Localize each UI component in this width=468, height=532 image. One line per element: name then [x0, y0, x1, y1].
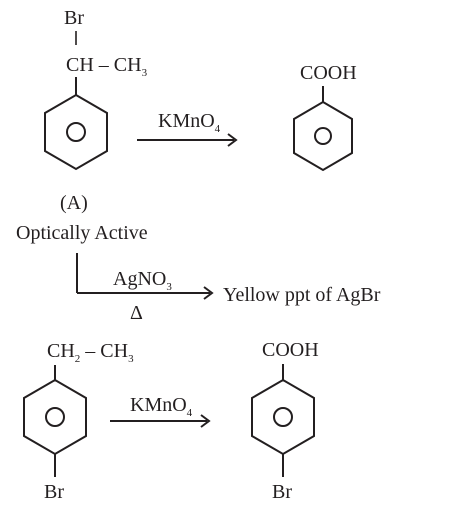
- compound-a-aromatic-circle: [66, 122, 86, 142]
- bromoethylbenzene-br-label: Br: [44, 481, 64, 503]
- bromobenzoic-acid-benzene-ring: [251, 378, 315, 456]
- reaction-2-arrow-head: [203, 286, 214, 300]
- benzoic-acid-benzene-ring: [293, 100, 353, 172]
- benzoic-acid: COOH: [293, 62, 357, 172]
- bromoethylbenzene-benzene-ring: [23, 378, 87, 456]
- reaction-2-heat-symbol: Δ: [130, 302, 143, 324]
- bromobenzoic-acid: COOH Br: [251, 339, 319, 503]
- reaction-1-arrow-head: [227, 133, 238, 147]
- compound-a-benzene-ring: [44, 93, 108, 171]
- bromoethylbenzene-aromatic-circle: [45, 407, 65, 427]
- benzoic-acid-aromatic-circle: [314, 127, 332, 145]
- bromobenzoic-acid-br-label: Br: [272, 481, 292, 503]
- bromobenzoic-acid-cooh: COOH: [262, 339, 319, 361]
- compound-a-br-label: Br: [64, 7, 84, 29]
- compound-a: Br CH – CH3 (A): [44, 7, 148, 214]
- reaction-1-arrow: KMnO4: [137, 110, 238, 147]
- reaction-3-arrow: KMnO4: [110, 394, 211, 428]
- compound-a-label: (A): [60, 192, 88, 214]
- bromoethylbenzene: CH2 – CH3 Br: [23, 340, 134, 503]
- optically-active-label: Optically Active: [16, 222, 148, 244]
- bromobenzoic-acid-aromatic-circle: [273, 407, 293, 427]
- reaction-2-arrow: AgNO3 Δ: [76, 253, 214, 324]
- bromoethylbenzene-side-chain: CH2 – CH3: [47, 340, 134, 365]
- reaction-2-product: Yellow ppt of AgBr: [223, 284, 381, 306]
- reaction-3-reagent: KMnO4: [130, 394, 193, 419]
- benzoic-acid-cooh: COOH: [300, 62, 357, 84]
- reaction-1-reagent: KMnO4: [158, 110, 221, 135]
- reaction-2-reagent: AgNO3: [113, 268, 172, 293]
- reaction-3-arrow-head: [200, 414, 211, 428]
- compound-a-side-chain: CH – CH3: [66, 54, 148, 79]
